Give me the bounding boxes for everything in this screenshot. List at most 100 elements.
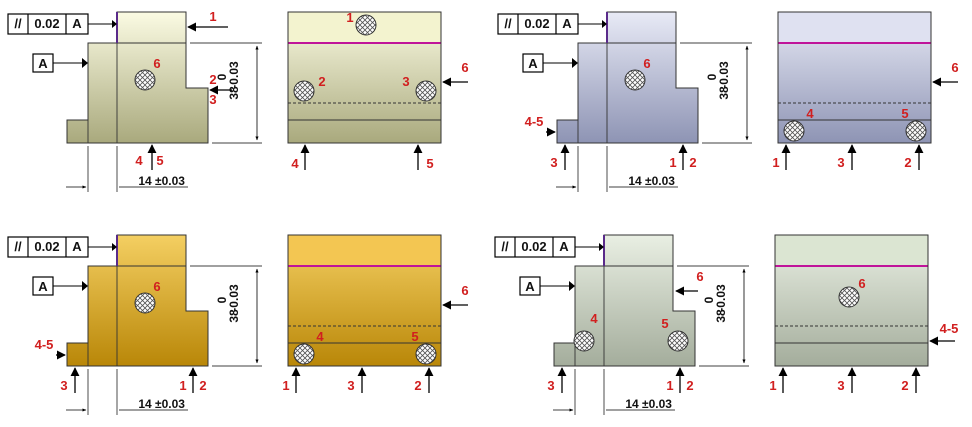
tolerance-value: 0.02 — [524, 16, 549, 31]
height-upper-tol: 0 — [705, 73, 719, 80]
width-value: 14 — [138, 174, 152, 188]
tolerance-value: 0.02 — [34, 16, 59, 31]
tolerance-value: 0.02 — [34, 239, 59, 254]
height-dimension: 38 0-0.03 — [702, 284, 728, 323]
point-label: 6 — [696, 269, 703, 284]
locating-point-3 — [415, 80, 437, 102]
leader-arrow — [599, 243, 604, 251]
height-lower-tol: -0.03 — [714, 284, 728, 312]
point-label: 3 — [550, 155, 557, 170]
tolerance-value: 0.02 — [521, 239, 546, 254]
width-dimension: 14±0.03 — [628, 174, 675, 188]
width-dimension: 14±0.03 — [138, 397, 185, 411]
width-value: 14 — [138, 397, 152, 411]
point-label: 3 — [347, 378, 354, 393]
locating-point-6 — [624, 69, 646, 91]
parallelism-symbol: // — [14, 16, 22, 31]
point-label: 6 — [643, 56, 650, 71]
point-label: 2 — [686, 378, 693, 393]
height-dimension: 380-0.03 — [215, 61, 241, 100]
point-label: 2 — [318, 74, 325, 89]
top-band — [775, 235, 928, 265]
point-label: 4 — [291, 156, 299, 171]
point-label: 5 — [426, 156, 433, 171]
width-tol: ±0.03 — [645, 174, 675, 188]
point-label: 2 — [904, 155, 911, 170]
parallelism-symbol: // — [501, 239, 509, 254]
point-label: 6 — [858, 276, 865, 291]
point-label: 1 — [769, 378, 776, 393]
datum-triangle — [82, 58, 88, 68]
datum-triangle — [82, 281, 88, 291]
point-label: 4 — [590, 311, 598, 326]
width-value: 14 — [628, 174, 642, 188]
point-label: 3 — [837, 378, 844, 393]
point-label: 1 — [209, 9, 216, 24]
leader-arrow — [602, 20, 607, 28]
part-front-outline — [287, 11, 442, 144]
tolerance-frame: // 0.02 A — [7, 13, 89, 35]
point-label: 3 — [209, 92, 216, 107]
point-label: 2 — [901, 378, 908, 393]
tolerance-datum: A — [72, 239, 82, 254]
part-front-outline — [287, 234, 442, 367]
height-lower-tol: -0.03 — [227, 284, 241, 312]
point-label: 2 — [209, 72, 216, 87]
datum-box: A — [522, 53, 544, 73]
point-label: 5 — [901, 106, 908, 121]
point-label: 6 — [153, 56, 160, 71]
point-label: 1 — [179, 378, 186, 393]
parallelism-symbol: // — [504, 16, 512, 31]
datum-label: A — [525, 279, 535, 294]
locating-point-4 — [293, 343, 315, 365]
width-value: 14 — [625, 397, 639, 411]
point-label: 4 — [135, 153, 143, 168]
height-upper-tol: 0 — [702, 296, 716, 303]
leader-arrow — [112, 243, 117, 251]
locating-point-4 — [783, 120, 805, 142]
width-dimension: 14±0.03 — [625, 397, 672, 411]
point-label: 1 — [282, 378, 289, 393]
locating-point-1 — [355, 14, 377, 36]
width-tol: ±0.03 — [642, 397, 672, 411]
locating-point-5 — [667, 330, 689, 352]
locating-point-6 — [134, 69, 156, 91]
top-band — [288, 235, 441, 265]
point-label: 1 — [666, 378, 673, 393]
locating-point-2 — [293, 80, 315, 102]
part-front-outline — [777, 11, 932, 144]
tolerance-datum: A — [72, 16, 82, 31]
point-label: 3 — [837, 155, 844, 170]
datum-label: A — [38, 279, 48, 294]
tolerance-frame: // 0.02 A — [494, 236, 576, 258]
datum-label: A — [528, 56, 538, 71]
leader-arrow — [112, 20, 117, 28]
height-value: 38 — [714, 309, 728, 323]
width-tol: ±0.03 — [155, 174, 185, 188]
point-label: 5 — [411, 329, 418, 344]
point-label: 1 — [669, 155, 676, 170]
point-label: 4 — [316, 329, 324, 344]
height-lower-tol: -0.03 — [717, 61, 731, 89]
point-label: 6 — [461, 60, 468, 75]
height-value: 38 — [227, 309, 241, 323]
datum-box: A — [519, 276, 541, 296]
height-dimension: 380-0.03 — [705, 61, 731, 100]
locating-point-6 — [838, 286, 860, 308]
height-upper-tol: 0 — [215, 296, 229, 303]
tolerance-datum: A — [559, 239, 569, 254]
point-label: 1 — [346, 10, 353, 25]
point-label: 5 — [661, 316, 668, 331]
point-label: 2 — [414, 378, 421, 393]
width-tol: ±0.03 — [155, 397, 185, 411]
datum-label: A — [38, 56, 48, 71]
height-upper-tol: 0 — [215, 73, 229, 80]
point-label: 4-5 — [940, 321, 959, 336]
